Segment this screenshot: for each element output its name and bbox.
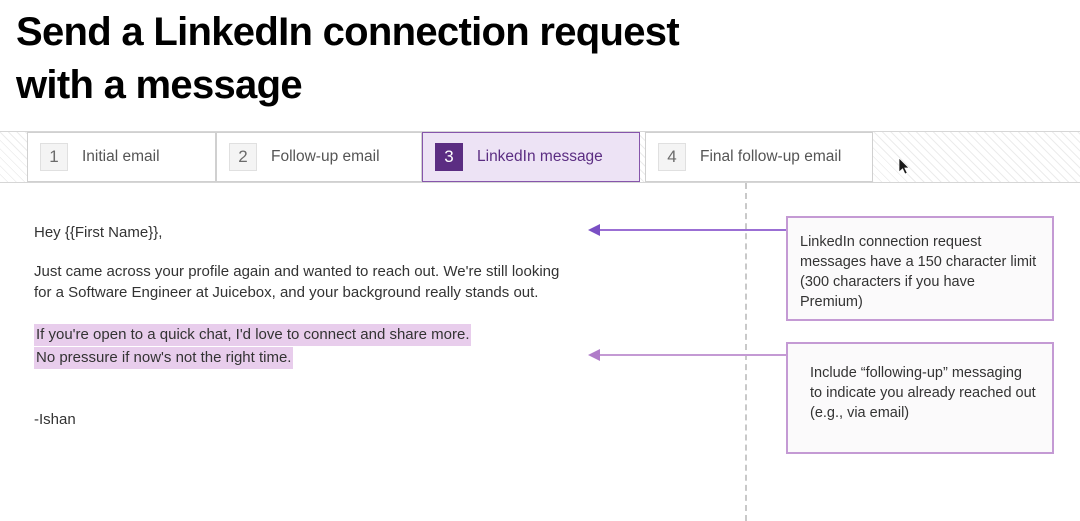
- tab-label: LinkedIn message: [477, 148, 603, 165]
- page-title: Send a LinkedIn connection request with …: [16, 10, 680, 107]
- tab-label: Follow-up email: [271, 148, 380, 165]
- mouse-pointer-icon: [899, 158, 910, 175]
- callout-following-up: Include “following-up” messaging to indi…: [786, 342, 1054, 454]
- tab-number-badge: 4: [658, 143, 686, 171]
- arrow-left-icon-callout-2: [588, 349, 787, 361]
- tab-label: Initial email: [82, 148, 160, 165]
- highlighted-line-1: If you're open to a quick chat, I'd love…: [34, 324, 472, 346]
- tab-number-badge: 1: [40, 143, 68, 171]
- highlighted-message-block: If you're open to a quick chat, I'd love…: [34, 323, 574, 369]
- tab-final-follow-up-email[interactable]: 4 Final follow-up email: [645, 132, 873, 182]
- highlighted-line-2: No pressure if now's not the right time.: [34, 347, 294, 369]
- tab-number-badge: 3: [435, 143, 463, 171]
- message-signature: -Ishan: [34, 411, 76, 428]
- message-body[interactable]: Hey {{First Name}}, Just came across you…: [34, 222, 574, 389]
- message-paragraph: Just came across your profile again and …: [34, 263, 560, 301]
- tab-number-badge: 2: [229, 143, 257, 171]
- step-tab-strip: 1 Initial email 2 Follow-up email 3 Link…: [0, 131, 1080, 183]
- tab-linkedin-message[interactable]: 3 LinkedIn message: [422, 132, 640, 182]
- tab-follow-up-email[interactable]: 2 Follow-up email: [216, 132, 422, 182]
- callout-character-limit: LinkedIn connection request messages hav…: [786, 216, 1054, 321]
- vertical-dashed-divider: [745, 183, 747, 521]
- message-greeting: Hey {{First Name}},: [34, 224, 163, 241]
- arrow-left-icon-callout-1: [588, 224, 787, 236]
- tab-label: Final follow-up email: [700, 148, 842, 165]
- tab-initial-email[interactable]: 1 Initial email: [27, 132, 216, 182]
